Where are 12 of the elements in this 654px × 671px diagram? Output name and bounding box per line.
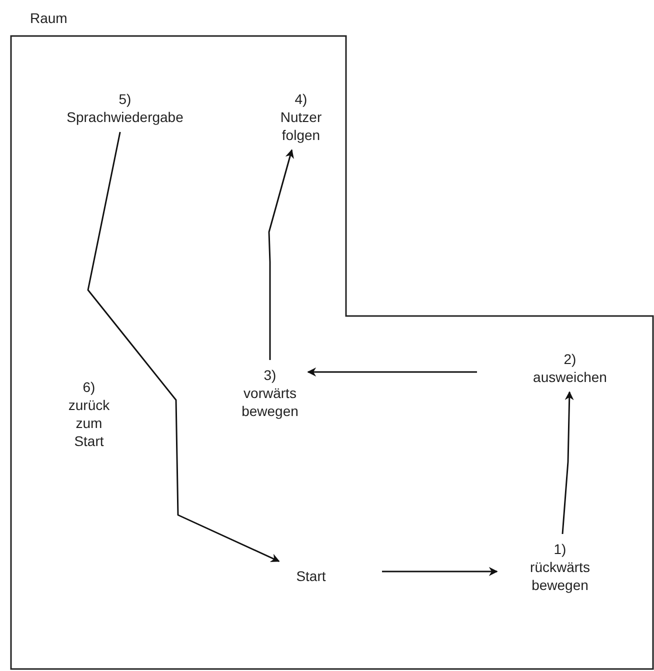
step-label: 2) ausweichen — [505, 350, 635, 386]
arrow — [87, 132, 280, 562]
step-label: 1) rückwärts bewegen — [515, 540, 605, 594]
step-label: 5) Sprachwiedergabe — [50, 90, 200, 126]
room-label: Raum — [30, 10, 68, 26]
arrow — [562, 391, 574, 534]
step-label: Start — [285, 567, 337, 585]
step-label: 4) Nutzer folgen — [265, 90, 337, 144]
arrow — [382, 567, 498, 576]
arrow — [268, 149, 294, 360]
step-label: 3) vorwärts bewegen — [222, 366, 318, 420]
arrow — [307, 368, 477, 376]
